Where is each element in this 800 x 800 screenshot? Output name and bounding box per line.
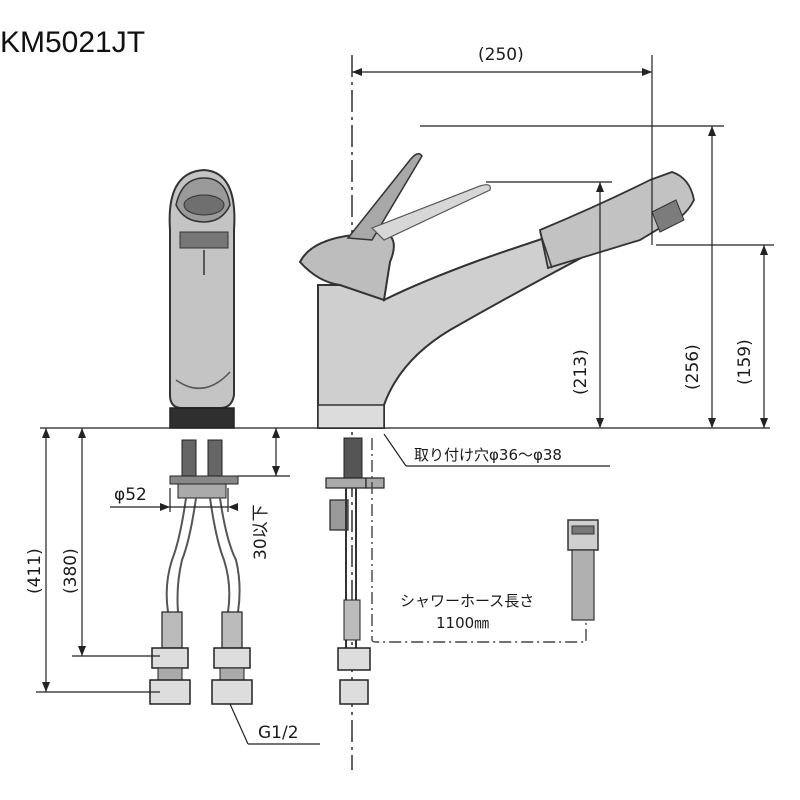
dim-411-label: (411) [25,548,45,594]
dim-250: (250) [352,45,653,245]
shower-hose-label: シャワーホース長さ [400,592,534,610]
front-connector-right [219,667,245,681]
dim-phi52-label: φ52 [114,485,147,505]
front-shank-right [207,439,223,477]
mounting-hole-label: 取り付け穴φ36～φ38 [414,446,562,464]
side-shank [343,437,363,479]
front-body [168,168,236,409]
side-fitting [343,599,361,641]
front-hose-left-outer [176,497,197,613]
side-shower-head [538,171,695,270]
front-body-curve [175,371,231,390]
side-lever-raised [346,153,423,241]
hose-end-detail [571,525,595,535]
shower-hose-path [371,438,587,643]
side-lock-nut-right [365,477,385,489]
hose-end-thread [571,549,595,621]
front-handle-cap [183,194,225,216]
side-shower-face [651,199,685,233]
front-fitting-left [161,611,183,649]
dim-213: (213) [486,181,612,428]
front-connector-left [157,667,183,681]
side-valve [329,499,349,531]
front-nut-right-upper [213,647,251,669]
side-nut-lower [339,679,369,705]
hose-end-fitting [567,519,599,551]
front-view-faucet [149,168,253,705]
side-view-faucet [298,153,695,705]
front-nut-left-upper [151,647,189,669]
front-hose-right-outer [219,497,241,613]
front-nut [177,483,227,499]
dim-30-label: 30以下 [251,504,271,560]
shower-hose-length: 1100㎜ [436,614,489,632]
dim-phi52: φ52 [110,485,238,512]
dim-30: 30以下 [238,428,290,560]
dim-213-label: (213) [571,349,591,395]
dim-380-label: (380) [61,548,81,594]
dim-411: (411) [25,428,160,693]
dim-256: (256) [420,125,724,428]
front-shank-left [181,439,197,477]
front-hose-right [209,497,231,613]
mounting-hole-leader: 取り付け穴φ36～φ38 [383,433,610,467]
model-title: KM5021JT [0,26,145,59]
side-lever-lowered [370,184,491,241]
front-fitting-right [221,611,243,649]
dim-256-label: (256) [683,344,703,390]
front-spout-tip [179,231,229,249]
side-head [298,230,395,302]
dim-250-label: (250) [478,45,524,65]
thread-label: G1/2 [258,723,299,743]
dim-159-label: (159) [735,339,755,385]
thread-leader: G1/2 [229,703,320,745]
side-lock-nut [325,477,367,489]
dim-380: (380) [61,428,160,657]
side-base [317,404,385,429]
front-nut-right-lower [211,679,253,705]
side-shower-joint [539,231,553,269]
side-nut-upper [337,647,371,671]
front-hose-left [165,497,187,613]
front-base [169,407,235,429]
front-lock-plate [169,475,239,485]
dim-159: (159) [656,244,774,428]
